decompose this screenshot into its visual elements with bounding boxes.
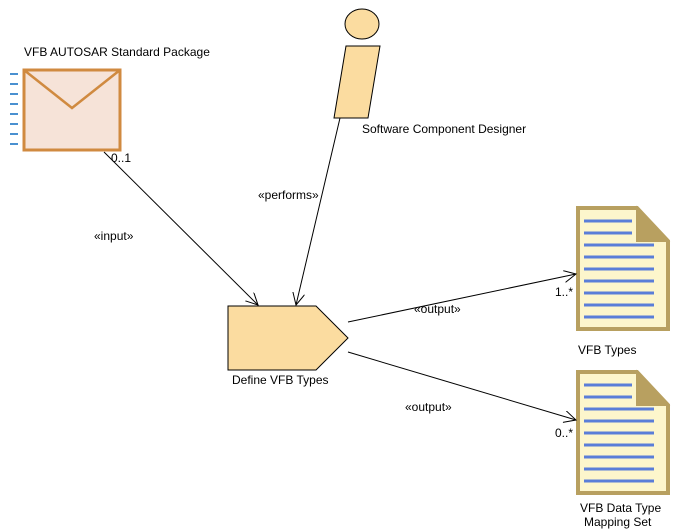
package-label: VFB AUTOSAR Standard Package — [24, 45, 210, 59]
document-icon-vfb-data-type-mapping-set[interactable] — [576, 369, 671, 495]
output-types-multiplicity: 1..* — [555, 285, 574, 299]
output-mapping-multiplicity: 0..* — [555, 426, 574, 440]
edge-output-types[interactable] — [347, 274, 576, 323]
document-icon-vfb-types[interactable] — [576, 205, 671, 331]
document-label-mapping-line2: Mapping Set — [584, 515, 652, 529]
output-mapping-stereotype: «output» — [405, 400, 452, 414]
edge-output-mapping[interactable] — [347, 351, 576, 420]
package-side-ticks — [10, 73, 18, 145]
task-icon[interactable] — [227, 305, 349, 371]
document-label-vfb-types: VFB Types — [578, 343, 637, 357]
role-label: Software Component Designer — [362, 122, 527, 136]
edge-input[interactable] — [103, 151, 258, 305]
edge-performs[interactable] — [296, 117, 341, 305]
role-icon[interactable] — [333, 8, 381, 119]
performs-stereotype: «performs» — [258, 188, 319, 202]
input-multiplicity: 0..1 — [111, 151, 132, 165]
document-label-mapping-line1: VFB Data Type — [580, 501, 662, 515]
output-types-stereotype: «output» — [414, 302, 461, 316]
task-label: Define VFB Types — [232, 373, 329, 387]
package-icon[interactable] — [10, 68, 122, 152]
input-stereotype: «input» — [94, 229, 134, 243]
